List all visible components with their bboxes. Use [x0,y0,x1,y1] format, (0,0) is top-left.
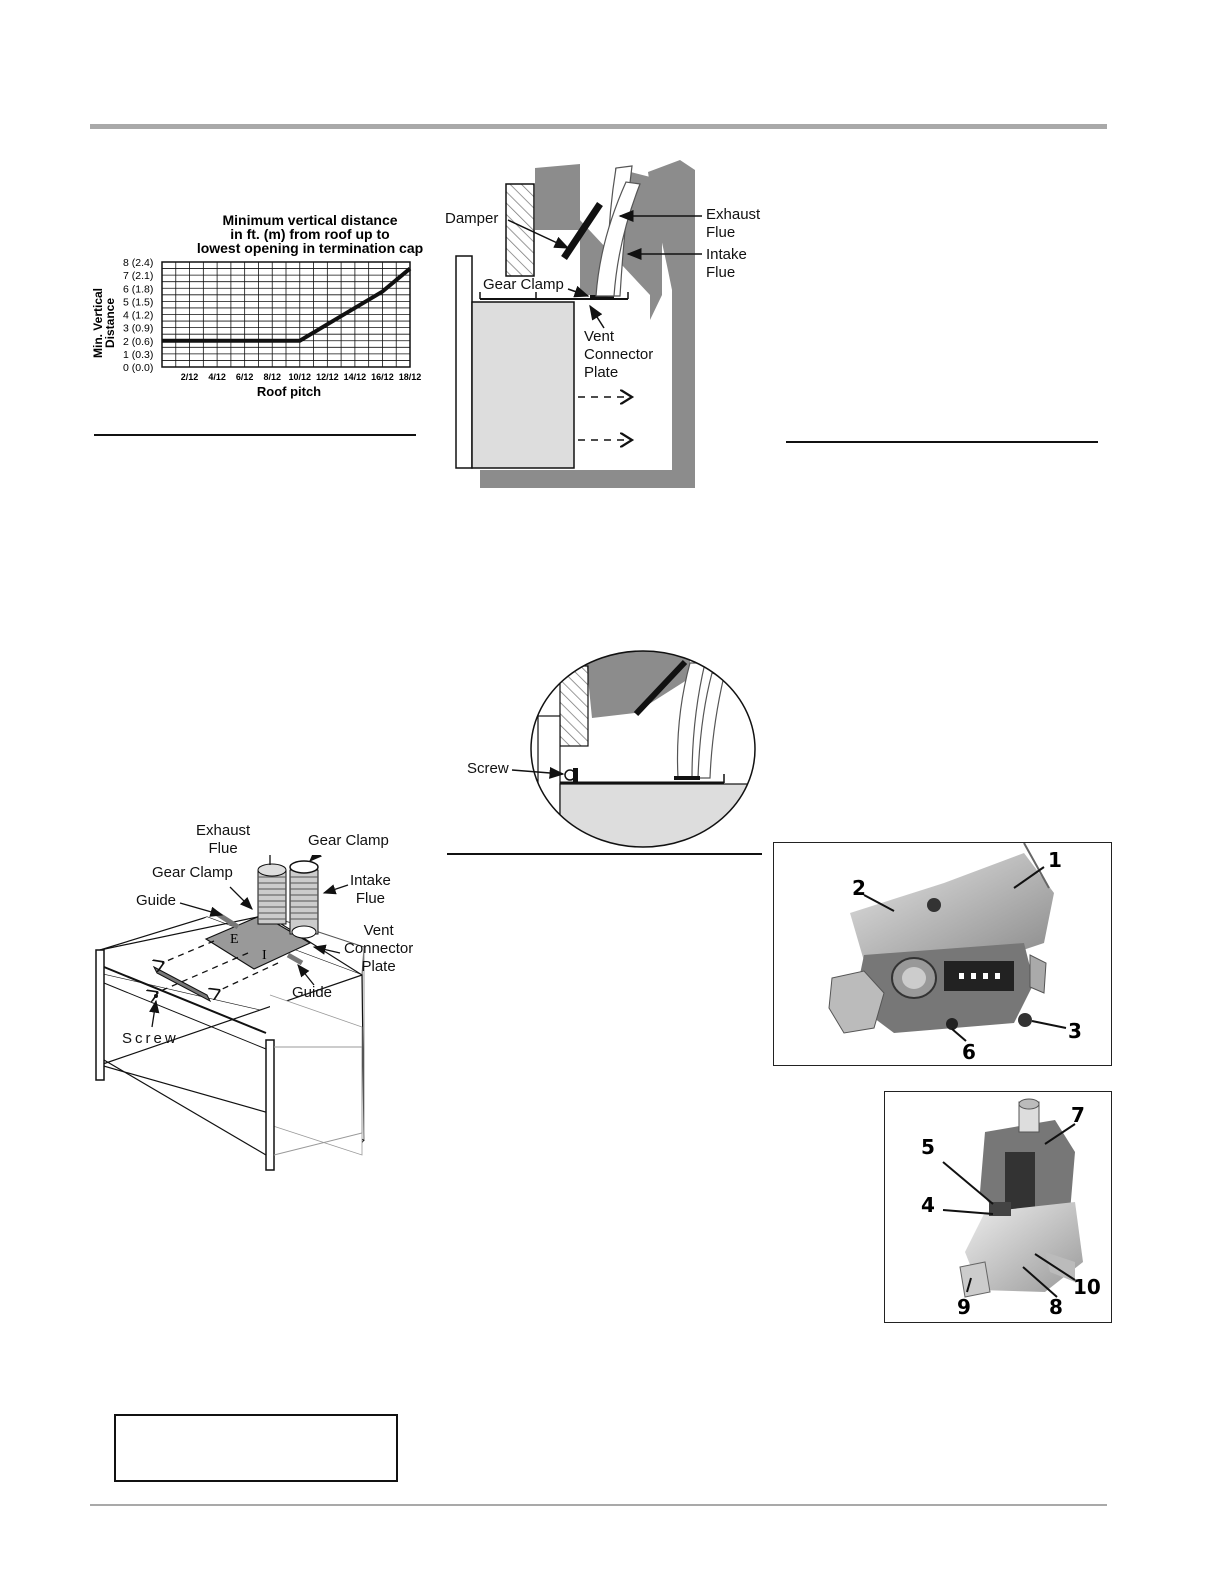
label-damper: Damper [445,210,499,227]
label-iso-exhaust-flue: Exhaust Flue [196,822,251,857]
callout-7: 7 [1071,1103,1085,1127]
chart-caption-rule [94,434,416,436]
chart-y-label: Min. VerticalDistance [91,288,117,358]
screw-detail-diagram [511,650,756,848]
label-intake-flue: Intake Flue [706,246,747,281]
chart-x-tick: 16/12 [371,372,394,382]
callout-1: 1 [1048,848,1062,872]
label-iso-vent-connector-plate: Vent Connector Plate [344,922,414,975]
chart-x-tick: 2/12 [181,372,199,382]
chart-y-label-line: Min. Vertical [91,288,105,358]
label-gear-clamp: Gear Clamp [483,276,564,293]
label-screw-detail: Screw [467,760,509,777]
chart-x-tick: 8/12 [263,372,281,382]
chart-x-tick: 6/12 [236,372,254,382]
callout-10: 10 [1073,1275,1101,1299]
gas-valve-photo-top: 1 2 3 6 [773,842,1112,1066]
plate-letter-i: I [262,948,267,963]
chart-y-tick: 7 (2.1) [123,270,153,282]
gas-valve-photo-bottom: 7 5 4 10 8 9 [884,1091,1112,1323]
label-iso-gear-clamp-left: Gear Clamp [152,864,233,881]
chart-x-tick: 4/12 [208,372,226,382]
plate-letter-e: E [230,932,239,947]
chart-y-ticks: 0 (0.0)1 (0.3)2 (0.6)3 (0.9)4 (1.2) 5 (1.… [123,257,153,374]
chart-title-line: lowest opening in termination cap [197,240,423,256]
header-rule [90,124,1107,129]
label-iso-gear-clamp-right: Gear Clamp [308,832,389,849]
chart-x-tick: 14/12 [344,372,367,382]
label-iso-guide-top: Guide [136,892,177,909]
chart-y-tick: 6 (1.8) [123,283,153,295]
note-box [114,1414,398,1482]
chart-title-line: in ft. (m) from roof up to [230,226,389,242]
chart-y-tick: 0 (0.0) [123,362,153,374]
chart-y-tick: 4 (1.2) [123,310,153,322]
firebox-body [471,301,575,469]
chart-x-tick: 12/12 [316,372,339,382]
side-view-caption-rule [786,441,1098,443]
chart-x-tick: 10/12 [289,372,312,382]
chart-y-tick: 5 (1.5) [123,296,153,308]
chart-x-tick: 18/12 [399,372,422,382]
chart-series [162,267,412,343]
callout-4: 4 [921,1193,935,1217]
chart-x-label: Roof pitch [257,384,321,399]
callout-2: 2 [852,876,866,900]
callout-9: 9 [957,1295,971,1319]
label-iso-intake-flue: Intake Flue [350,872,391,907]
chart-y-tick: 8 (2.4) [123,257,153,269]
firebox-isometric-diagram: E I [95,855,365,1171]
label-vent-connector-plate: Vent Connector Plate [584,328,654,381]
callout-3: 3 [1068,1019,1082,1043]
footer-rule [90,1504,1107,1506]
detail-caption-rule [447,853,762,855]
chart-y-tick: 2 (0.6) [123,336,153,348]
callout-8: 8 [1049,1295,1063,1319]
chart-x-ticks: 2/12 4/12 6/12 8/12 10/12 12/12 14/12 16/12 18/1… [181,372,421,382]
vent-connector-plate-shape [204,914,312,970]
label-iso-guide-bottom: Guide [292,984,333,1001]
chart-y-label-line: Distance [103,298,117,348]
chart-y-tick: 1 (0.3) [123,349,153,361]
chart-y-tick: 3 (0.9) [123,323,153,335]
chart-series-line [162,267,412,343]
label-exhaust-flue: Exhaust Flue [706,206,761,241]
damper-blade [561,202,603,260]
label-iso-screw: Screw [122,1030,179,1047]
chart-title-line: Minimum vertical distance [222,212,397,228]
callout-5: 5 [921,1135,935,1159]
chart-grid [161,261,411,368]
fireplace-side-view-diagram [455,160,702,488]
callout-6: 6 [962,1040,976,1064]
firebox-front-panel [455,255,473,469]
